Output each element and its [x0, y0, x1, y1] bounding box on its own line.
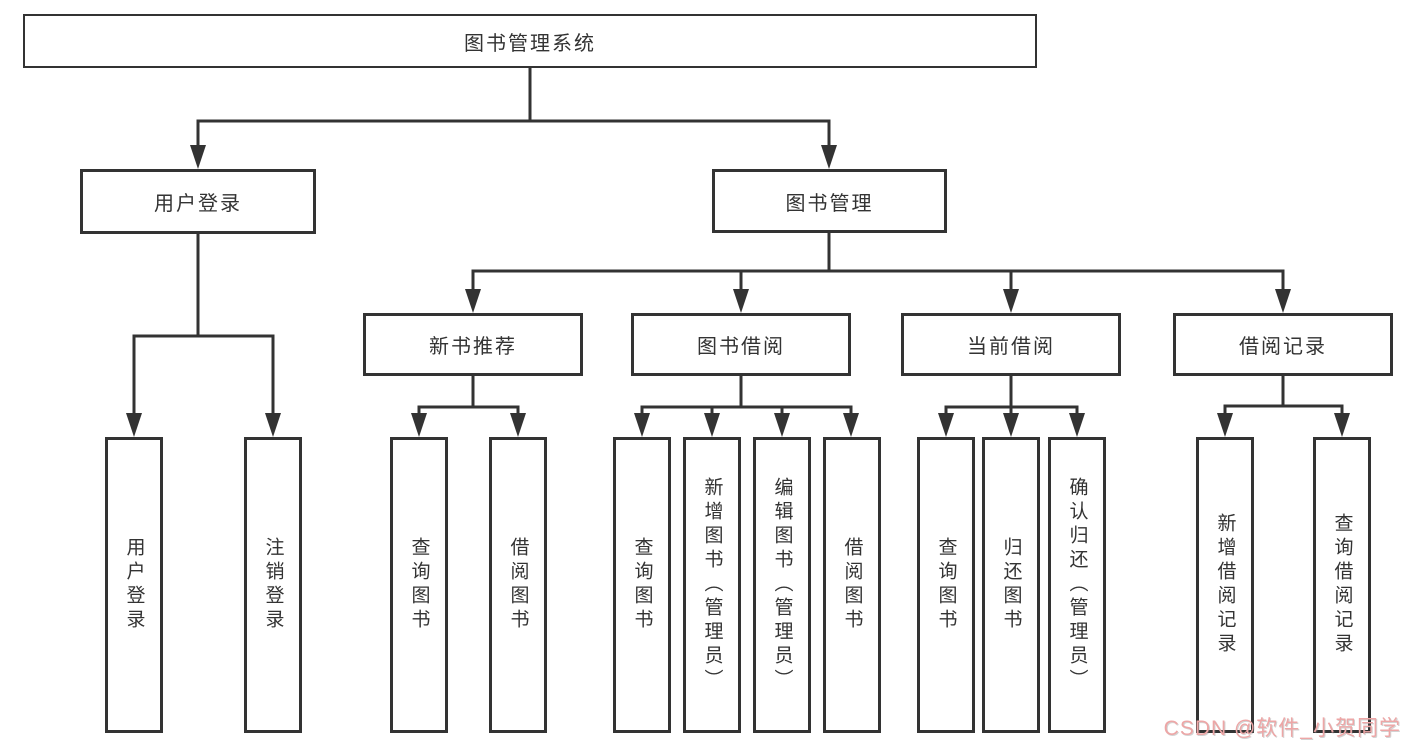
leaf-recommend-borrow-book: 借阅图书 [489, 437, 547, 733]
node-book-management: 图书管理 [712, 169, 947, 233]
leaf-current-query-book: 查询图书 [917, 437, 975, 733]
arrowhead-icons [126, 145, 1350, 437]
node-book-borrow: 图书借阅 [631, 313, 851, 376]
node-new-book-recommend: 新书推荐 [363, 313, 583, 376]
leaf-add-borrow-record: 新增借阅记录 [1196, 437, 1254, 733]
node-user-login: 用户登录 [80, 169, 316, 234]
leaf-edit-book-admin: 编辑图书（管理员） [753, 437, 811, 733]
node-current-borrow: 当前借阅 [901, 313, 1121, 376]
leaf-borrow-book: 借阅图书 [823, 437, 881, 733]
node-root: 图书管理系统 [23, 14, 1037, 68]
leaf-logout: 注销登录 [244, 437, 302, 733]
node-borrow-records: 借阅记录 [1173, 313, 1393, 376]
leaf-add-book-admin: 新增图书（管理员） [683, 437, 741, 733]
leaf-query-borrow-record: 查询借阅记录 [1313, 437, 1371, 733]
leaf-user-login: 用户登录 [105, 437, 163, 733]
leaf-borrow-query-book: 查询图书 [613, 437, 671, 733]
leaf-confirm-return-admin: 确认归还（管理员） [1048, 437, 1106, 733]
leaf-return-book: 归还图书 [982, 437, 1040, 733]
leaf-recommend-query-book: 查询图书 [390, 437, 448, 733]
